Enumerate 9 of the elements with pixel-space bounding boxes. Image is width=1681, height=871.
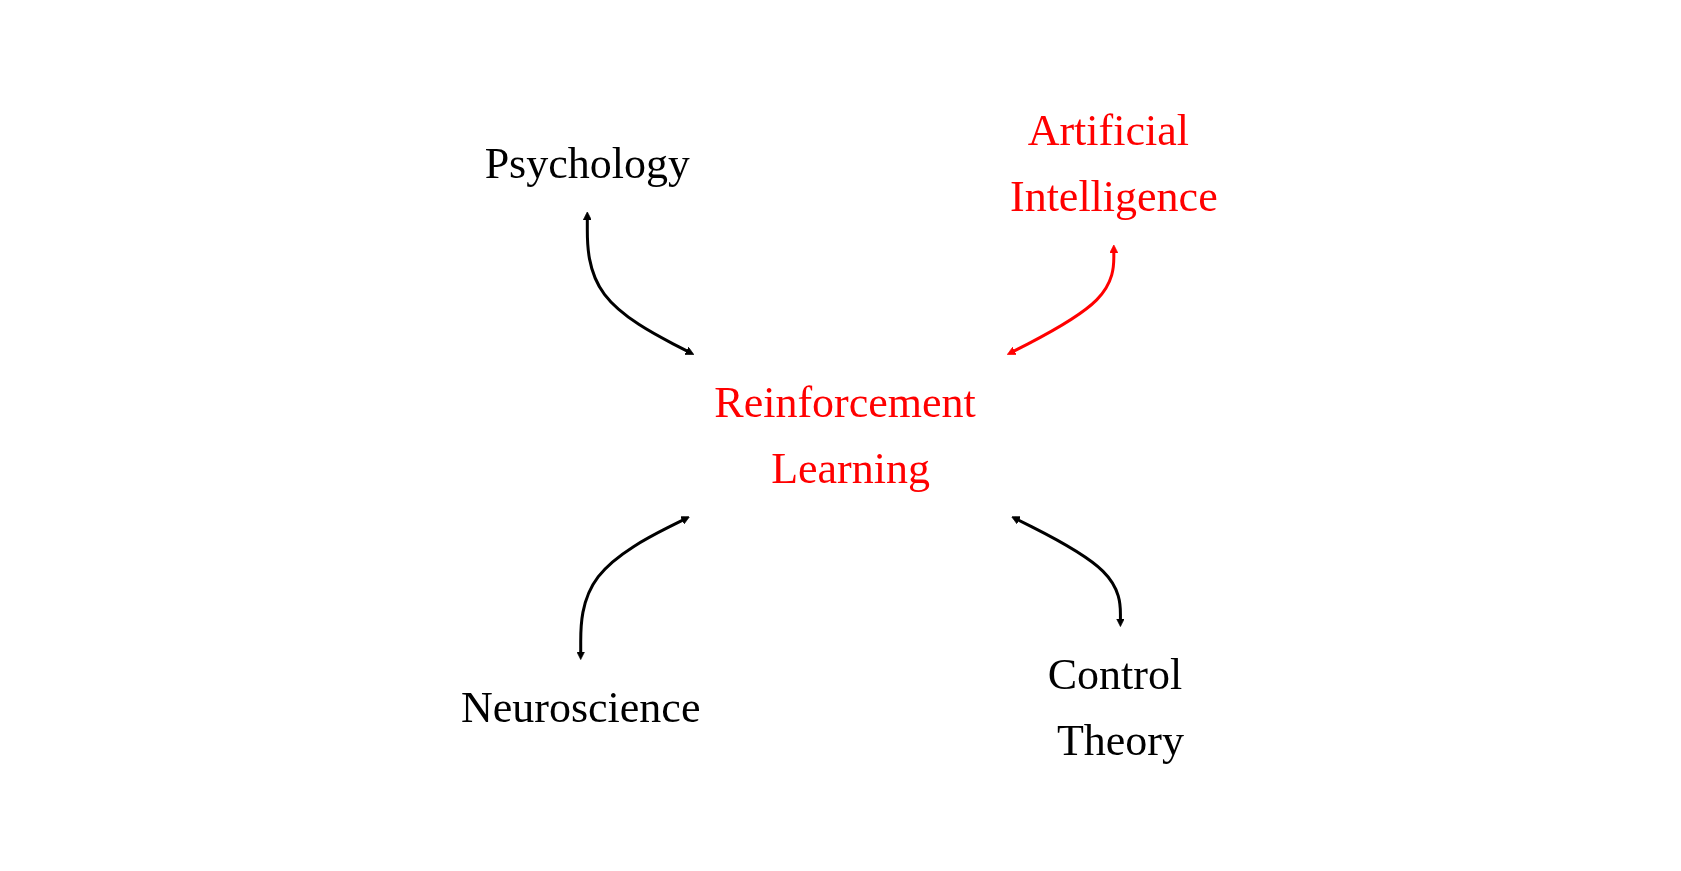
node-text: Control Theory [1047,649,1184,765]
arrow [1011,516,1125,627]
arrow [582,211,694,355]
node-text: Neuroscience [460,682,701,732]
node-text: Artificial Intelligence [1009,105,1218,221]
arrow [1006,244,1118,355]
node-text: Psychology [484,138,690,188]
arrow [576,516,690,660]
node-text: Reinforcement Learning [714,377,976,493]
